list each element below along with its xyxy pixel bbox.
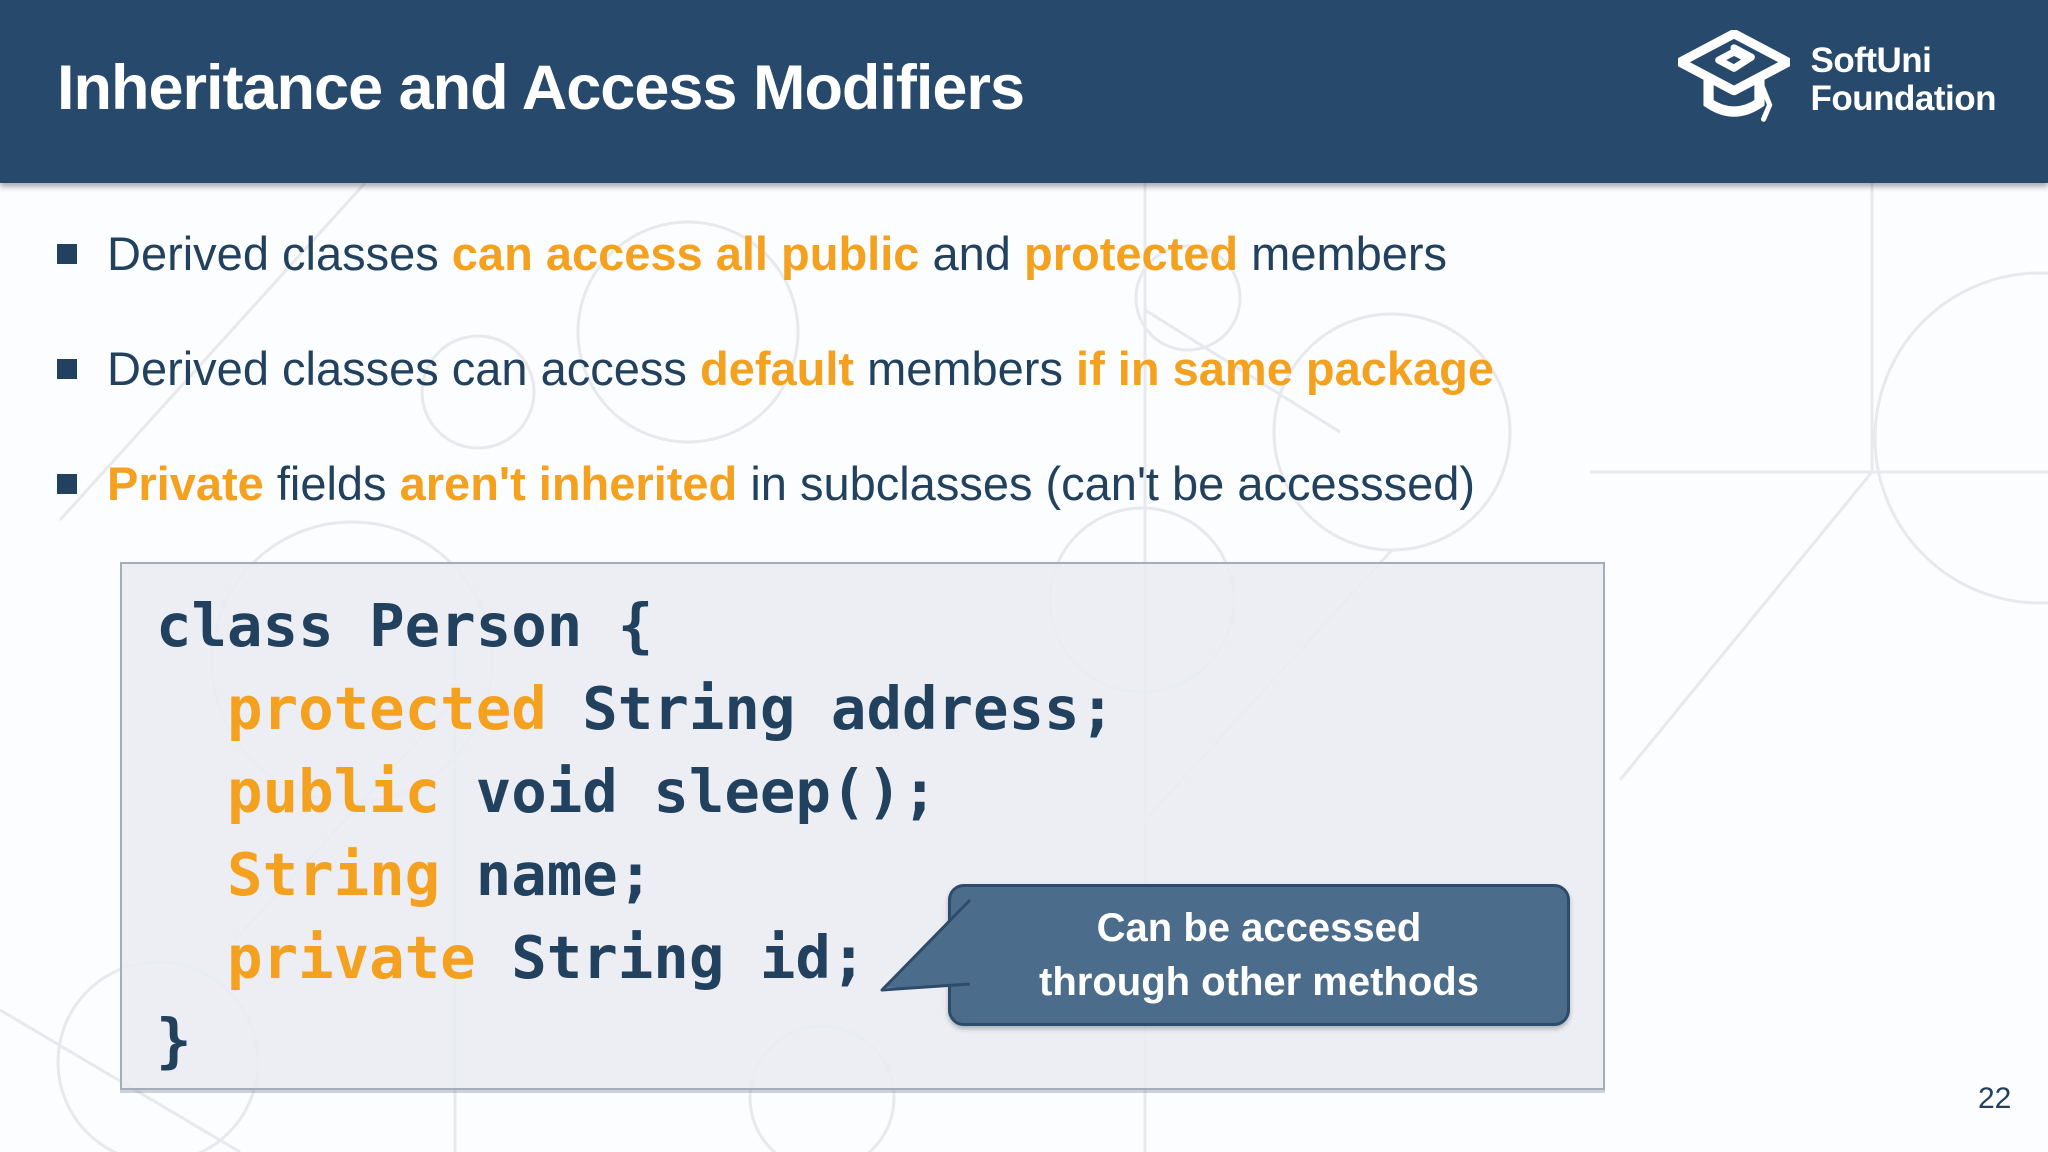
slide-title: Inheritance and Access Modifiers xyxy=(57,52,1025,123)
code-block: class Person { protected String address;… xyxy=(120,562,1605,1090)
square-bullet-icon xyxy=(57,359,77,379)
callout-text-line2: through other methods xyxy=(1039,960,1479,1004)
bullet-item-default-package: Derived classes can access default membe… xyxy=(57,337,2007,401)
page-number: 22 xyxy=(1978,1082,2012,1115)
logo-text: SoftUni Foundation xyxy=(1810,42,1996,118)
bullet-text: Derived classes can access all public an… xyxy=(107,227,1448,280)
softuni-foundation-logo: SoftUni Foundation xyxy=(1678,30,1996,130)
logo-text-line2: Foundation xyxy=(1810,79,1996,118)
bullet-text: Private fields aren't inherited in subcl… xyxy=(107,457,1476,510)
code-line-closing-brace: } xyxy=(156,1006,192,1075)
code-line-class-person: class Person { xyxy=(156,591,654,660)
code-line-private-id: private String id; xyxy=(227,923,867,992)
logo-text-line1: SoftUni xyxy=(1810,41,1932,80)
code-line-public-sleep: public void sleep(); xyxy=(227,757,938,826)
header-bar: Inheritance and Access Modifiers SoftUni… xyxy=(0,0,2048,183)
bullet-item-public-protected: Derived classes can access all public an… xyxy=(57,222,2007,286)
bullet-text: Derived classes can access default membe… xyxy=(107,342,1495,395)
callout-tail-pointer-icon xyxy=(880,898,972,992)
callout-text-line1: Can be accessed xyxy=(1096,906,1422,950)
bullet-item-private-fields: Private fields aren't inherited in subcl… xyxy=(57,452,2007,516)
graduation-cap-icon xyxy=(1678,30,1791,122)
bullet-list: Derived classes can access all public an… xyxy=(57,222,2007,567)
code-line-protected-address: protected String address; xyxy=(227,674,1116,743)
code-line-string-name: String name; xyxy=(227,840,654,909)
square-bullet-icon xyxy=(57,474,77,494)
callout-bubble: Can be accessed through other methods xyxy=(948,884,1570,1026)
square-bullet-icon xyxy=(57,244,77,264)
